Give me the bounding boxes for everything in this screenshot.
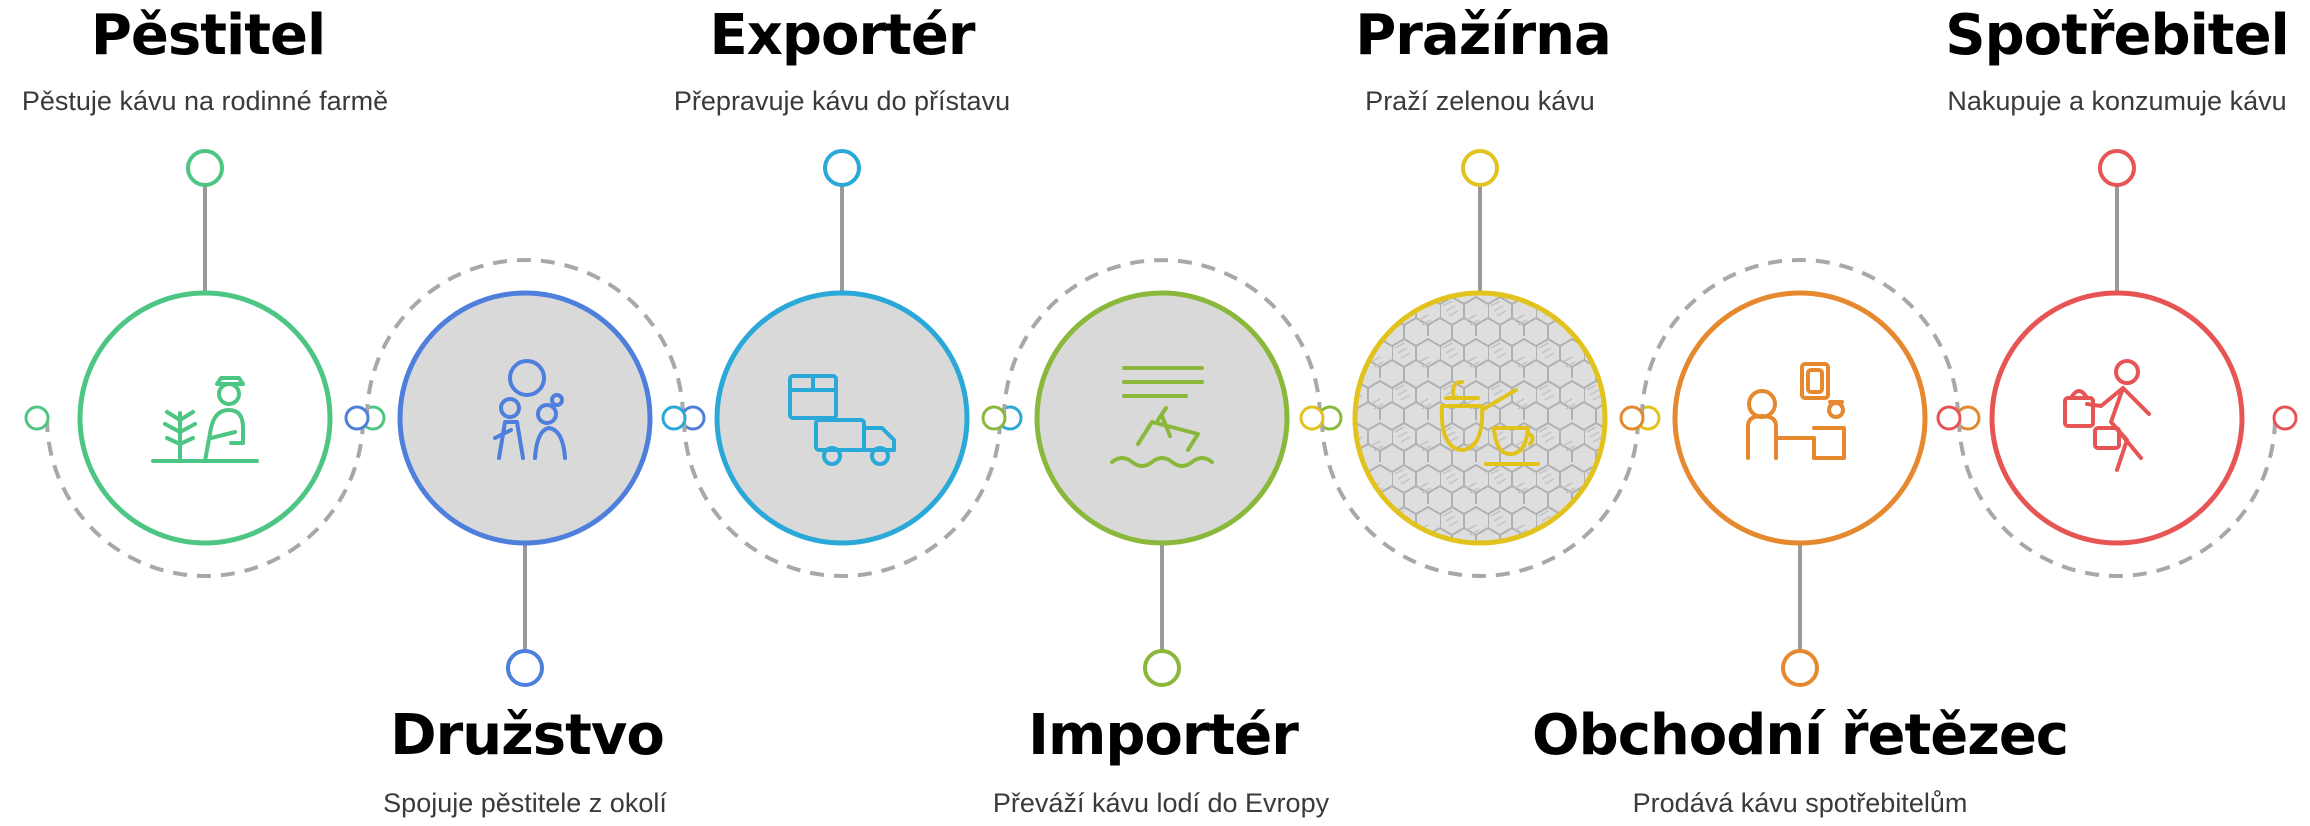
stage-circle-obchod <box>1672 290 1928 546</box>
port-left-exporter <box>661 405 687 431</box>
coffee-pot-cup-icon <box>1439 380 1540 466</box>
dashed-arc-importer <box>1002 258 1322 419</box>
dashed-arc-prazirna <box>1320 417 1640 578</box>
dashed-arc-obchod <box>1640 258 1960 419</box>
stage-circle-druzstvo <box>397 290 653 546</box>
stage-desc-pestitel: Pěstuje kávu na rodinné farmě <box>21 86 389 116</box>
store-counter-icon <box>1746 362 1846 460</box>
group-people-icon <box>493 359 567 460</box>
stage-desc-prazirna: Praží zelenou kávu <box>1365 86 1595 116</box>
stage-desc-druzstvo: Spojuje pěstitele z okolí <box>383 788 667 818</box>
box-truck-icon <box>788 374 896 466</box>
port-left-pestitel <box>24 405 50 431</box>
dashed-arc-spotrebitel <box>1957 417 2277 578</box>
connector-node-importer <box>1143 649 1181 687</box>
farmer-plant-icon <box>151 376 259 463</box>
connector-node-spotrebitel <box>2098 149 2136 187</box>
stage-title-obchod: Obchodní řetězec <box>1532 703 2069 768</box>
stage-desc-spotrebitel: Nakupuje a konzumuje kávu <box>1947 86 2287 116</box>
port-right-spotrebitel <box>2272 405 2298 431</box>
stage-title-prazirna: Pražírna <box>1355 3 1612 68</box>
stage-desc-exporter: Přepravuje kávu do přístavu <box>673 86 1011 116</box>
stage-desc-obchod: Prodává kávu spotřebitelům <box>1632 788 1968 818</box>
port-left-prazirna <box>1299 405 1325 431</box>
connector-node-prazirna <box>1461 149 1499 187</box>
stage-title-druzstvo: Družstvo <box>390 703 665 768</box>
connector-node-exporter <box>823 149 861 187</box>
stage-title-spotrebitel: Spotřebitel <box>1945 3 2289 68</box>
port-left-druzstvo <box>344 405 370 431</box>
shopper-walking-icon <box>2063 359 2151 472</box>
stage-title-exporter: Exportér <box>709 3 976 68</box>
dashed-arc-pestitel <box>45 417 365 578</box>
stage-title-importer: Importér <box>1028 703 1299 768</box>
port-left-spotrebitel <box>1936 405 1962 431</box>
stage-title-pestitel: Pěstitel <box>90 3 326 68</box>
stage-circle-prazirna <box>1352 290 1608 546</box>
stage-circle-spotrebitel <box>1989 290 2245 546</box>
connector-node-druzstvo <box>506 649 544 687</box>
connector-node-obchod <box>1781 649 1819 687</box>
port-left-importer <box>981 405 1007 431</box>
stage-circle-pestitel <box>77 290 333 546</box>
dashed-arc-druzstvo <box>365 258 685 419</box>
ship-waves-icon <box>1110 366 1214 468</box>
connector-node-pestitel <box>186 149 224 187</box>
stage-desc-importer: Převáží kávu lodí do Evropy <box>992 788 1330 818</box>
dashed-arc-exporter <box>682 417 1002 578</box>
port-left-obchod <box>1619 405 1645 431</box>
